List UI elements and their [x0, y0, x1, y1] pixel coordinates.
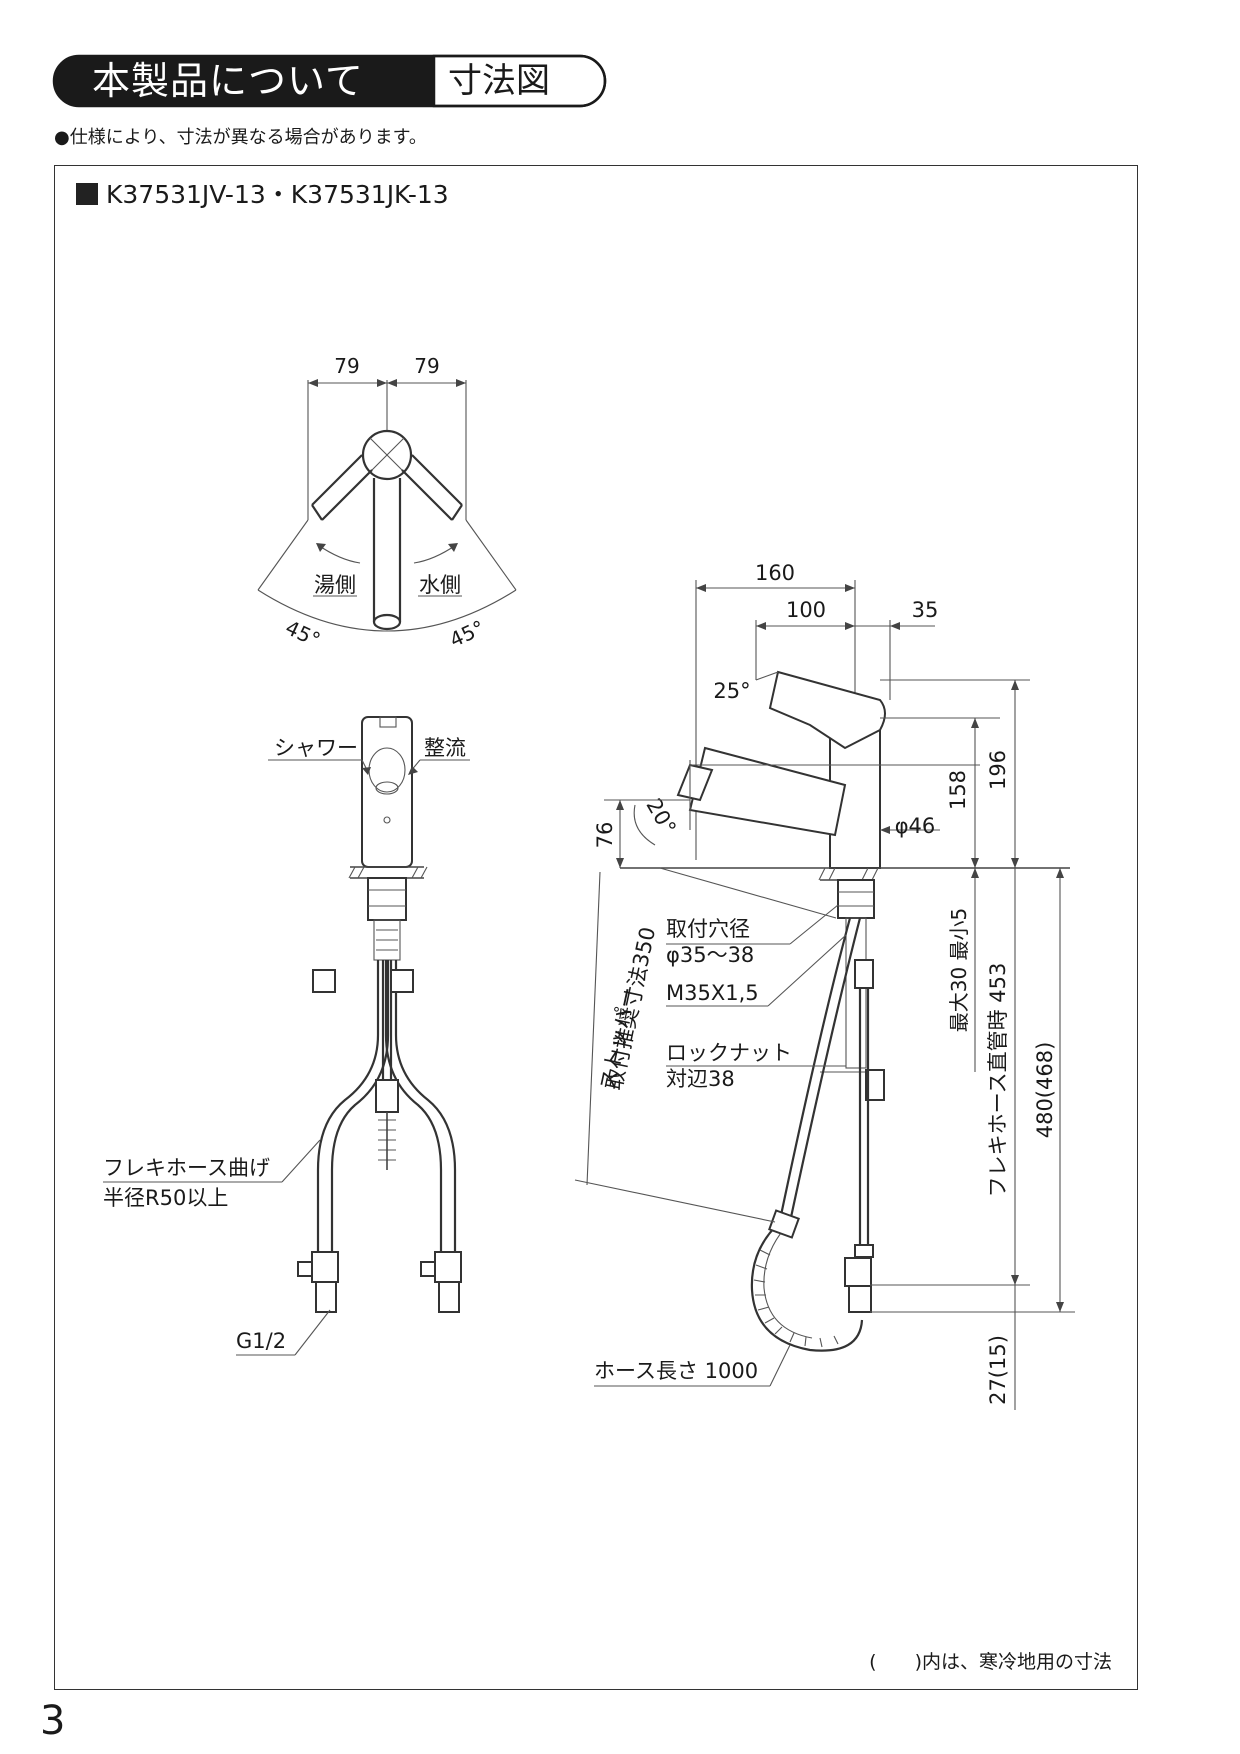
- label-stopper-dimension: 取付推奨寸法350: [602, 925, 660, 1092]
- dim-counter-thickness: 最大30 最小5: [947, 908, 971, 1033]
- footnote-cold-region: ( )内は、寒冷地用の寸法: [869, 1651, 1112, 1673]
- dim-79-right: 79: [414, 354, 439, 378]
- angle-20: 20°: [641, 794, 680, 838]
- label-locknut-size: 対辺38: [666, 1067, 735, 1091]
- section-subtitle: 寸法図: [448, 61, 550, 101]
- label-hose-bend: フレキホース曲げ: [103, 1156, 270, 1180]
- dim-35: 35: [912, 598, 939, 622]
- dim-196: 196: [986, 750, 1010, 790]
- label-mount-hole-diameter: φ35～38: [666, 943, 754, 967]
- drawing-frame: [54, 165, 1138, 1690]
- section-header: 本製品について 寸法図: [52, 54, 608, 108]
- side-view: 160 100 35 25° 20° 76 158: [574, 561, 1075, 1410]
- page-number: 3: [40, 1698, 66, 1744]
- spec-note: ●仕様により、寸法が異なる場合があります。: [54, 127, 427, 148]
- angle-45-left: 45°: [282, 615, 324, 652]
- section-title: 本製品について: [92, 59, 364, 103]
- dim-480: 480(468): [1033, 1042, 1057, 1139]
- label-hose-length: ホース長さ 1000: [594, 1359, 758, 1383]
- label-thread-g12: G1/2: [236, 1329, 286, 1353]
- top-view: 79 79 湯側 水側 45° 45°: [257, 354, 517, 652]
- dim-100: 100: [786, 598, 826, 622]
- dim-flex-hose: フレキホース直管時 453: [986, 963, 1010, 1198]
- dim-158: 158: [946, 770, 970, 810]
- label-thread-m35: M35X1,5: [666, 981, 759, 1005]
- angle-25: 25°: [713, 679, 750, 703]
- dim-27: 27(15): [986, 1335, 1010, 1405]
- dim-76: 76: [593, 822, 617, 849]
- square-bullet-icon: [76, 183, 98, 205]
- model-number: K37531JV-13・K37531JK-13: [106, 180, 449, 209]
- label-hot-side: 湯側: [314, 573, 356, 597]
- label-straight-flow: 整流: [424, 736, 466, 760]
- label-hose-radius: 半径R50以上: [103, 1186, 228, 1210]
- label-cold-side: 水側: [419, 573, 461, 597]
- front-view: シャワー 整流 フレキホース曲げ 半径R50以上 G1/2: [103, 716, 470, 1356]
- header-pill-shape: [52, 54, 607, 108]
- label-mount-hole: 取付穴径: [666, 917, 750, 941]
- dim-160: 160: [755, 561, 795, 585]
- dim-phi46: φ46: [895, 814, 936, 838]
- dim-79-left: 79: [334, 354, 359, 378]
- model-heading: K37531JV-13・K37531JK-13: [76, 180, 449, 210]
- label-shower: シャワー: [274, 736, 358, 760]
- label-locknut: ロックナット: [666, 1041, 792, 1065]
